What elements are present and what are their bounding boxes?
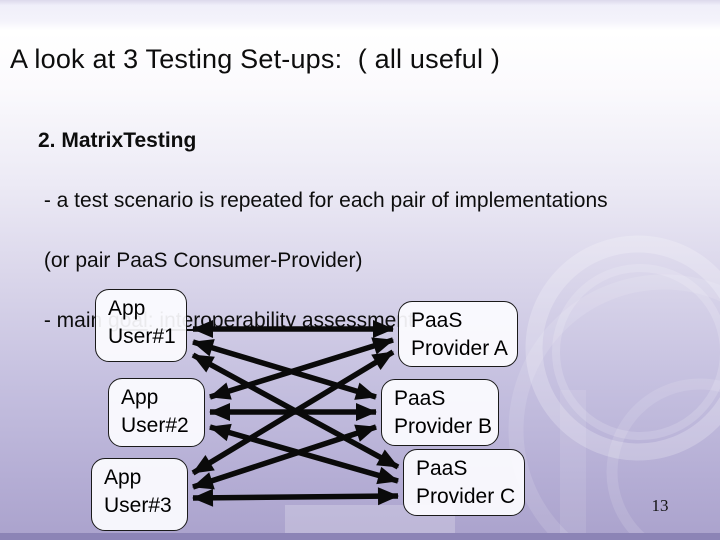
body-line-1: - a test scenario is repeated for each p… <box>38 189 608 212</box>
paas-provider-c-box: PaaS Provider C <box>403 449 525 516</box>
paas-provider-c-label-line2: Provider C <box>416 485 516 508</box>
paas-provider-c-label-line1: PaaS <box>416 457 468 480</box>
paas-provider-b-label-line1: PaaS <box>394 387 446 410</box>
page-number: 13 <box>651 496 669 515</box>
paas-provider-b-label-line2: Provider B <box>394 415 493 438</box>
body-line-2: (or pair PaaS Consumer-Provider) <box>38 249 363 272</box>
paas-provider-b-box: PaaS Provider B <box>381 379 499 446</box>
bottom-bar <box>0 533 720 540</box>
slide-title: A look at 3 Testing Set-ups: ( all usefu… <box>10 44 501 74</box>
top-decorative-band <box>0 0 720 30</box>
paas-provider-a-label-line2: Provider A <box>411 337 508 360</box>
paas-provider-a-label-line1: PaaS <box>411 309 463 332</box>
body-heading: 2. MatrixTesting <box>38 129 197 152</box>
app-user-2-label-line2: User#2 <box>121 414 189 437</box>
app-user-1-box: App User#1 <box>95 289 187 362</box>
paas-provider-a-box: PaaS Provider A <box>398 301 518 367</box>
app-user-1-label-line1: App <box>108 297 146 320</box>
app-user-2-label-line1: App <box>121 386 159 409</box>
app-user-3-label-line1: App <box>104 466 142 489</box>
app-user-1-label-line2: User#1 <box>108 325 176 348</box>
app-user-2-box: App User#2 <box>108 378 205 447</box>
app-user-3-box: App User#3 <box>91 458 188 531</box>
app-user-3-label-line2: User#3 <box>104 494 172 517</box>
